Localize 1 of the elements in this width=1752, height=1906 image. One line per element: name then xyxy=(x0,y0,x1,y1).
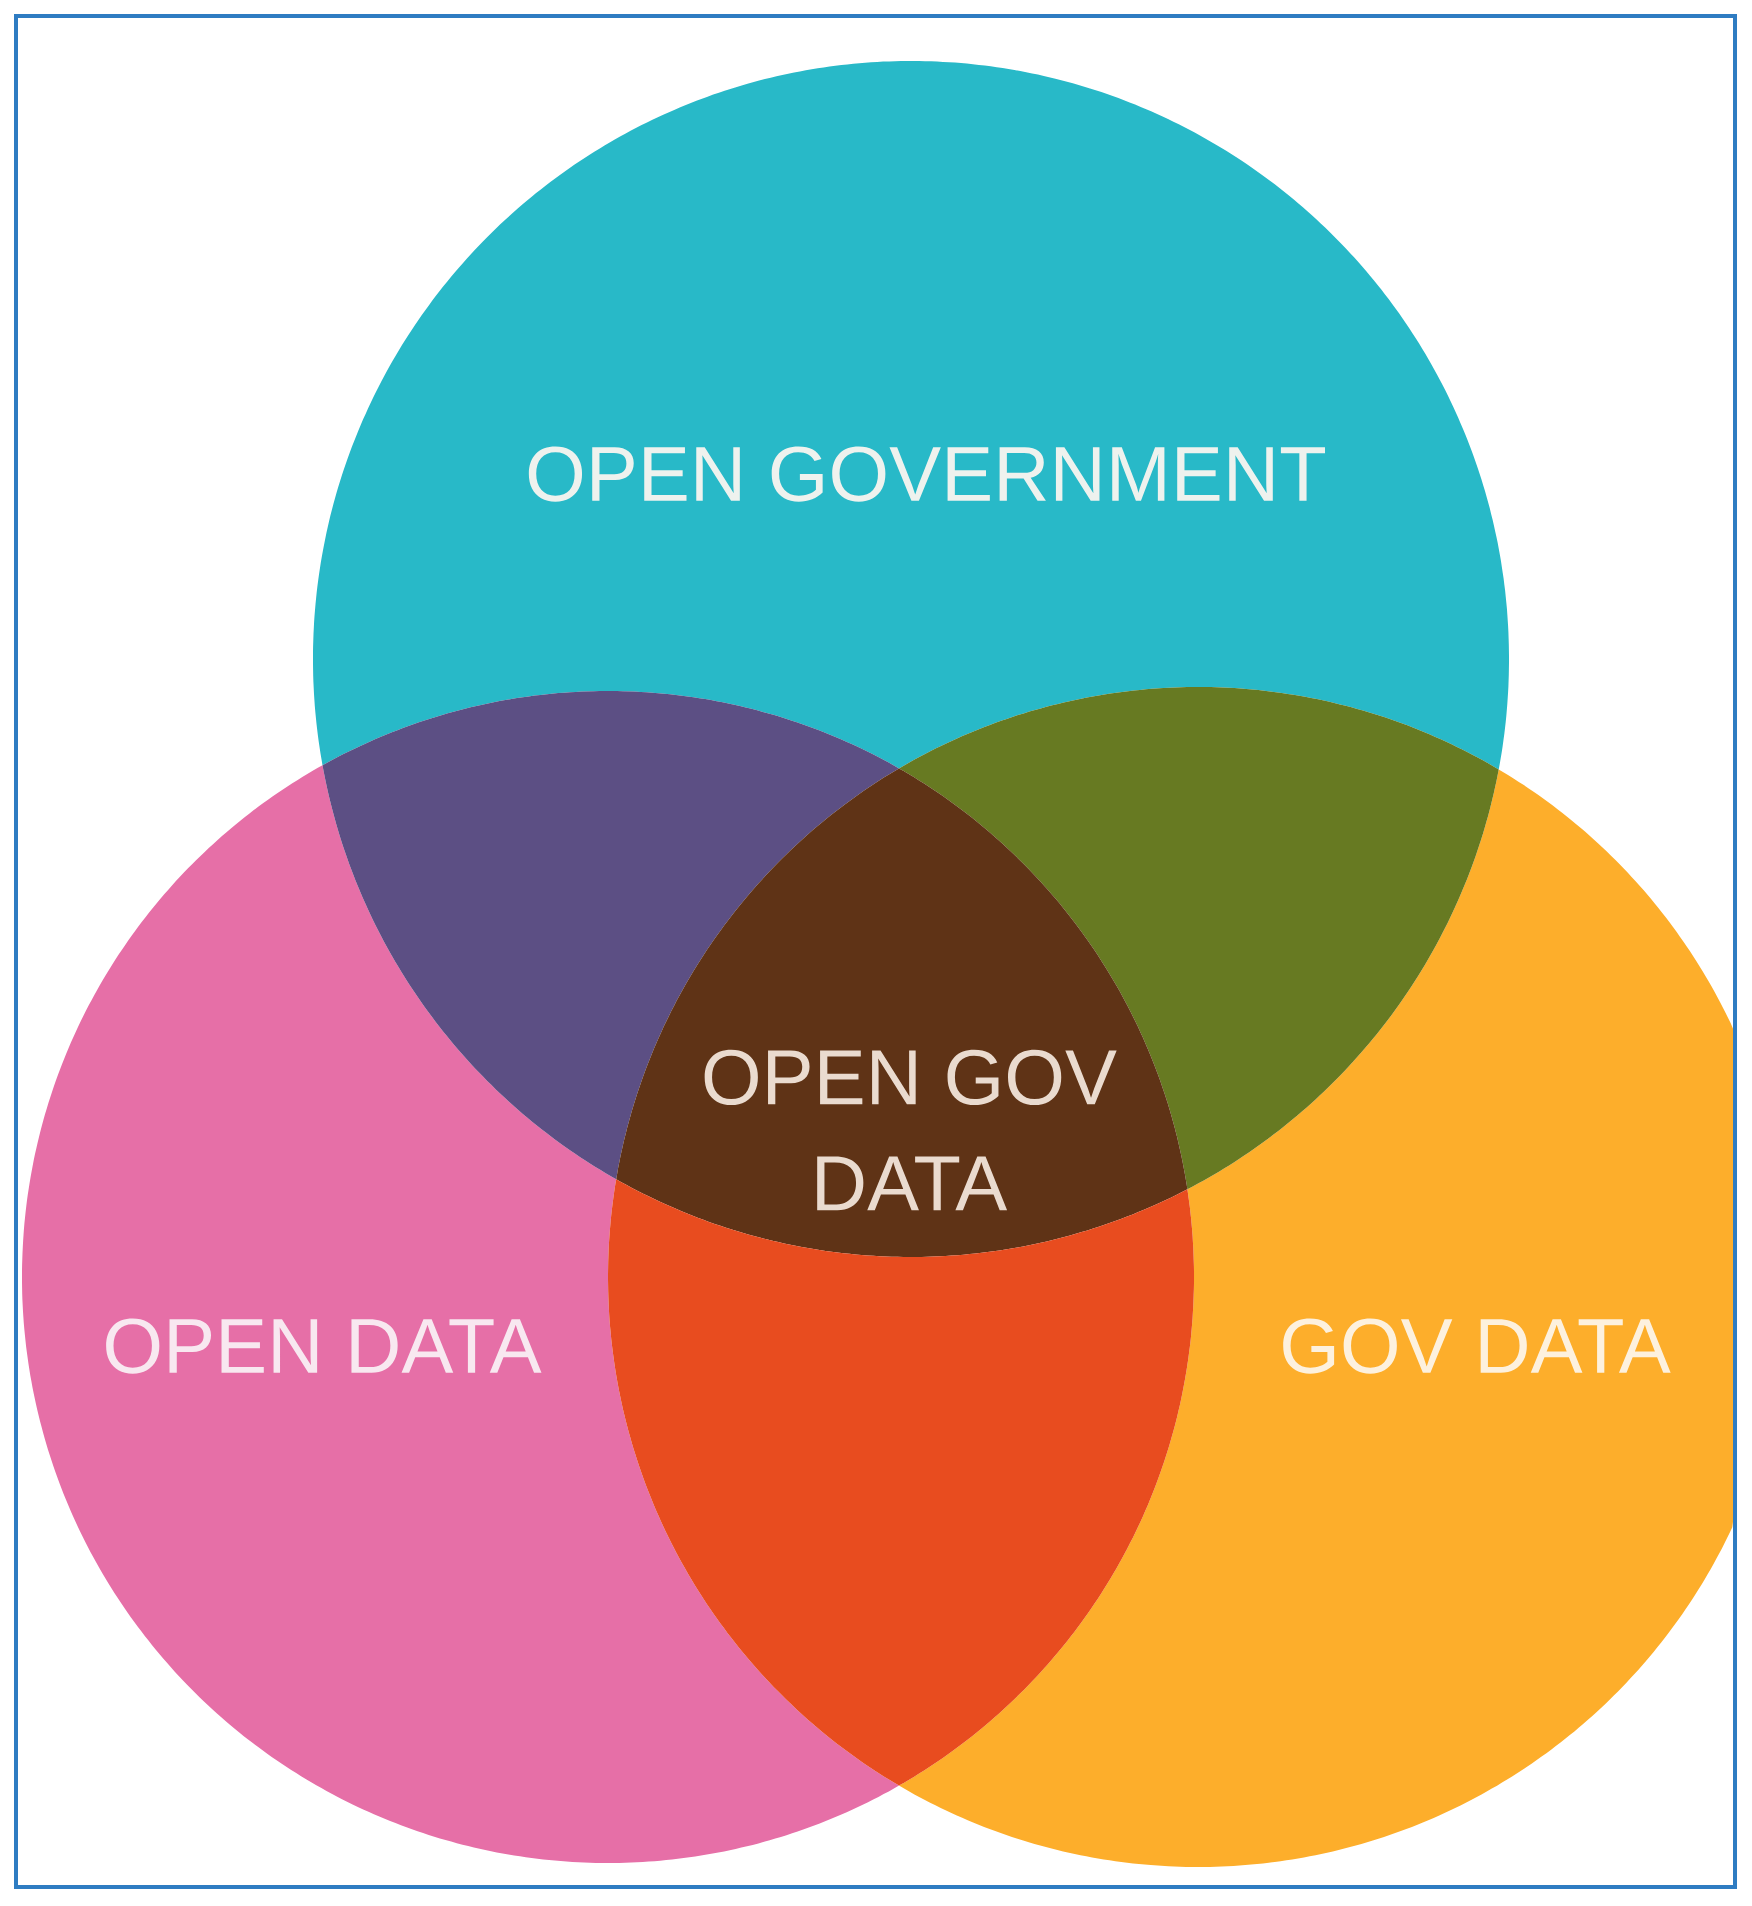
overlap-region: OPEN GOV DATA xyxy=(616,768,1188,1257)
